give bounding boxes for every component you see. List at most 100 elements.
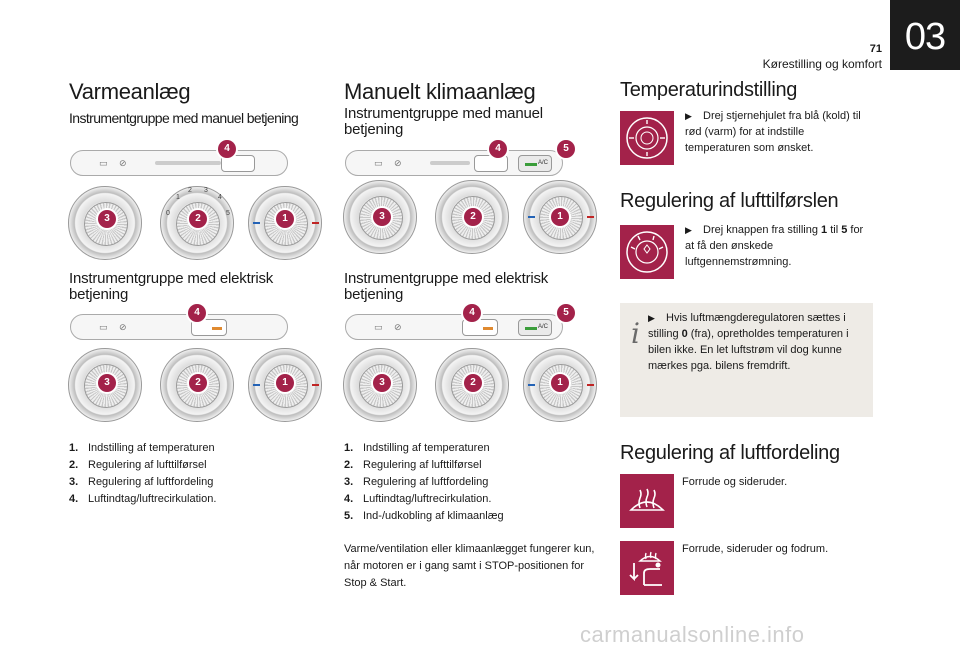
- airflow-instruction: ▶Drej knappen fra stilling 1 til 5 for a…: [685, 224, 864, 268]
- callout-1: 1: [276, 374, 294, 392]
- indicator-led: [212, 327, 222, 330]
- callout-1: 1: [276, 210, 294, 228]
- section-title-airflow: Regulering af lufttilførslen: [620, 190, 839, 212]
- scale-4: 4: [218, 194, 222, 201]
- control-bar: ▭ ⊘: [70, 314, 288, 340]
- control-bar: ▭ ⊘ A/C: [345, 150, 563, 176]
- list-item: 1.Indstilling af temperaturen: [344, 442, 490, 454]
- legend-list: 1.Indstilling af temperaturen 2.Reguleri…: [344, 440, 604, 525]
- distribution-item-windscreen-feet: Forrude, sideruder og fodrum.: [682, 543, 829, 555]
- control-panel-illustration: ▭ ⊘ A/C 4 5 3 2 1: [323, 140, 603, 260]
- cold-mark: [253, 222, 260, 224]
- windscreen-defrost-icon: [629, 488, 665, 511]
- temperature-knob-icon: [620, 111, 674, 165]
- list-item: 5.Ind-/udkobling af klimaanlæg: [344, 510, 504, 522]
- list-item: 3.Regulering af luftfordeling: [69, 476, 214, 488]
- list-item: 2.Regulering af lufttilførsel: [344, 459, 482, 471]
- scale-2: 2: [188, 187, 192, 194]
- watermark: carmanualsonline.info: [580, 622, 805, 647]
- scale-0: 0: [166, 210, 170, 217]
- callout-4: 4: [489, 140, 507, 158]
- indicator-led: [525, 327, 537, 330]
- section-title-manual-ac: Manuelt klimaanlæg: [344, 79, 536, 104]
- recirculation-button: [221, 155, 255, 172]
- hot-mark: [312, 384, 319, 386]
- list-item: 1.Indstilling af temperaturen: [69, 442, 215, 454]
- distribution-item-windscreen: Forrude og sideruder.: [682, 476, 788, 488]
- control-panel-illustration: ▭ ⊘ 4 3 2 1: [48, 304, 328, 424]
- list-item: 4.Luftindtag/luftrecirkulation.: [69, 493, 217, 505]
- scale-5: 5: [226, 210, 230, 217]
- callout-2: 2: [189, 374, 207, 392]
- callout-1: 1: [551, 208, 569, 226]
- section-title-heating: Varmeanlæg: [69, 79, 191, 104]
- indicator-led: [525, 163, 537, 166]
- info-icon: i: [631, 317, 640, 350]
- callout-5: 5: [557, 140, 575, 158]
- info-box: i ▶Hvis luftmængderegulatoren sættes i s…: [620, 303, 873, 417]
- callout-1: 1: [551, 374, 569, 392]
- rear-demist-glyph-icon: ⊘: [394, 158, 402, 168]
- callout-3: 3: [373, 374, 391, 392]
- scale-3: 3: [204, 187, 208, 194]
- recirc-glyph-icon: ▭: [99, 158, 108, 168]
- chapter-title: Kørestilling og komfort: [762, 57, 882, 71]
- control-panel-illustration: ▭ ⊘ A/C 4 5 3 2 1: [323, 304, 603, 424]
- info-text: ▶Hvis luftmængderegulatoren sættes i sti…: [648, 312, 849, 372]
- heading-manual-panel: Instrumentgruppe med manuel betjening: [344, 105, 543, 138]
- airflow-knob-icon: [620, 225, 674, 279]
- recirculation-button: [474, 155, 508, 172]
- control-bar: ▭ ⊘: [70, 150, 288, 176]
- callout-3: 3: [98, 374, 116, 392]
- section-title-temperature: Temperaturindstilling: [620, 79, 798, 101]
- callout-4: 4: [463, 304, 481, 322]
- cold-mark: [253, 384, 260, 386]
- callout-3: 3: [98, 210, 116, 228]
- callout-4: 4: [218, 140, 236, 158]
- windscreen-feet-icon: [629, 551, 662, 586]
- heading-manual-panel: Instrumentgruppe med manuel betjening: [69, 110, 299, 126]
- rear-demist-glyph-icon: ⊘: [119, 158, 127, 168]
- page-number: 71: [869, 43, 882, 55]
- airflow-knob-icon: [626, 231, 668, 273]
- hot-mark: [587, 216, 594, 218]
- legend-list: 1.Indstilling af temperaturen 2.Reguleri…: [69, 440, 329, 508]
- indicator-led: [483, 327, 493, 330]
- heading-electric-panel: Instrumentgruppe med elektrisk betjening: [344, 270, 549, 303]
- cold-mark: [528, 384, 535, 386]
- windscreen-defrost-icon: [620, 474, 674, 528]
- bullet-arrow-icon: ▶: [648, 313, 655, 323]
- control-panel-illustration: ▭ ⊘ 4 3 2 1 0 1 2 3 4 5: [48, 140, 328, 260]
- callout-2: 2: [189, 210, 207, 228]
- hot-mark: [587, 384, 594, 386]
- recirc-glyph-icon: ▭: [374, 322, 383, 332]
- hot-mark: [312, 222, 319, 224]
- list-item: 4.Luftindtag/luftrecirkulation.: [344, 493, 492, 505]
- bullet-arrow-icon: ▶: [685, 111, 692, 121]
- recirculation-button: [462, 319, 498, 336]
- callout-5: 5: [557, 304, 575, 322]
- rear-demist-glyph-icon: ⊘: [119, 322, 127, 332]
- ac-button: A/C: [518, 155, 552, 172]
- cold-mark: [528, 216, 535, 218]
- recirculation-button: [191, 319, 227, 336]
- heading-electric-panel: Instrumentgruppe med elektrisk betjening: [69, 270, 274, 303]
- distribution-knob: [68, 348, 142, 422]
- list-item: 3.Regulering af luftfordeling: [344, 476, 489, 488]
- control-bar: ▭ ⊘ A/C: [345, 314, 563, 340]
- callout-2: 2: [464, 374, 482, 392]
- ac-button: A/C: [518, 319, 552, 336]
- temperature-knob-icon: [626, 117, 668, 159]
- section-title-distribution: Regulering af luftfordeling: [620, 442, 840, 464]
- callout-4: 4: [188, 304, 206, 322]
- bullet-arrow-icon: ▶: [685, 225, 692, 235]
- windscreen-feet-icon: [620, 541, 674, 595]
- chapter-number: 03: [890, 0, 960, 70]
- list-item: 2.Regulering af lufttilførsel: [69, 459, 207, 471]
- callout-3: 3: [373, 208, 391, 226]
- recirc-glyph-icon: ▭: [99, 322, 108, 332]
- callout-2: 2: [464, 208, 482, 226]
- rear-demist-glyph-icon: ⊘: [394, 322, 402, 332]
- recirc-glyph-icon: ▭: [374, 158, 383, 168]
- scale-1: 1: [176, 194, 180, 201]
